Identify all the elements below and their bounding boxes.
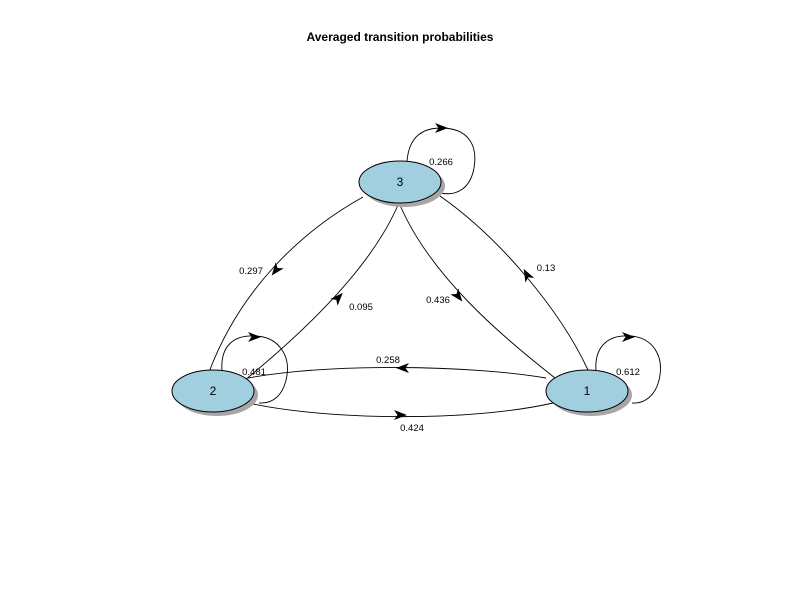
arrowhead-icon (394, 410, 407, 420)
arrowhead-icon (450, 288, 463, 302)
edge-label-2-to-1: 0.424 (400, 423, 424, 434)
state-node-1: 1 (545, 369, 632, 416)
edge-1-to-3 (439, 195, 589, 371)
edge-label-3-to-2: 0.297 (239, 266, 263, 277)
edge-line (247, 367, 547, 379)
node-ellipse (545, 369, 629, 413)
edge-label-1-to-1: 0.612 (616, 367, 640, 378)
edge-3-to-1 (399, 204, 556, 379)
edge-2-to-3 (244, 204, 399, 381)
edge-label-2-to-3: 0.095 (349, 302, 373, 313)
node-ellipse (358, 160, 442, 204)
edges-layer (208, 123, 661, 420)
arrowhead-icon (271, 262, 284, 276)
edge-line (221, 335, 288, 404)
edge-1-to-2 (247, 363, 547, 379)
node-label: 2 (210, 384, 217, 398)
edge-label-1-to-2: 0.258 (376, 355, 400, 366)
edge-3-to-2 (208, 196, 364, 373)
state-node-2: 2 (171, 369, 258, 416)
arrowhead-icon (248, 332, 261, 342)
edge-label-3-to-1: 0.436 (426, 295, 450, 306)
node-label: 1 (584, 384, 591, 398)
edge-label-1-to-3: 0.13 (537, 263, 556, 274)
arrowhead-icon (330, 292, 343, 306)
edge-line (399, 204, 556, 379)
arrowhead-icon (396, 363, 409, 373)
edge-line (244, 204, 399, 381)
edge-label-3-to-3: 0.266 (429, 157, 453, 168)
edge-label-2-to-2: 0.481 (242, 367, 266, 378)
edge-labels-layer: 0.266 0.297 0.095 0.436 0.13 0.258 0.481 0.612 0… (239, 157, 640, 434)
edge-line (406, 127, 476, 195)
diagram-title: Averaged transition probabilities (307, 30, 494, 44)
node-ellipse (171, 369, 255, 413)
edge-1-to-1 (595, 332, 661, 404)
nodes-layer: 3 2 1 (171, 160, 632, 416)
edge-line (208, 196, 364, 373)
arrowhead-icon (622, 332, 635, 342)
edge-2-to-2 (221, 332, 288, 404)
edge-2-to-1 (252, 402, 554, 420)
edge-3-to-3 (406, 123, 476, 195)
arrowhead-icon (523, 268, 535, 283)
state-node-3: 3 (358, 160, 445, 207)
arrowhead-icon (435, 123, 448, 133)
node-label: 3 (397, 175, 404, 189)
edge-line (595, 335, 661, 404)
